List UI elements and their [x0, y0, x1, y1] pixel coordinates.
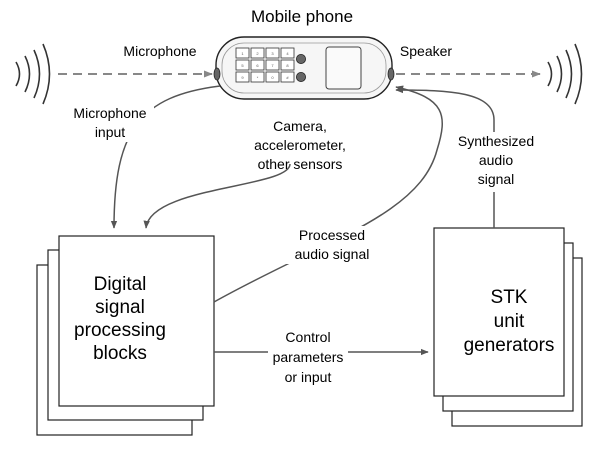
- label-line: audio: [479, 152, 513, 168]
- key-label: 7: [271, 63, 274, 68]
- key-label: 9: [241, 75, 244, 80]
- label-line: Synthesized: [458, 133, 534, 149]
- key-label: 2: [256, 51, 259, 56]
- key-label: *: [257, 75, 259, 80]
- label-line: Processed: [299, 227, 365, 243]
- key-label: 1: [241, 51, 244, 56]
- key-label: 0: [271, 75, 274, 80]
- dsp-blocks: Digital signal processing blocks: [36, 235, 215, 436]
- label-line: parameters: [273, 349, 344, 365]
- sensors-label: Camera, accelerometer, other sensors: [254, 118, 346, 172]
- outgoing-sound-wave-icon: [547, 43, 583, 105]
- sensors-arrow: [143, 163, 291, 229]
- microphone-input-label: Microphone input: [68, 104, 154, 142]
- speaker-icon: [387, 67, 395, 81]
- label-line: input: [95, 124, 125, 140]
- mobile-phone: 1 2 3 4 5 6 7 8 9 * 0 #: [213, 36, 395, 100]
- phone-screen: [325, 46, 362, 90]
- key-label: 8: [286, 63, 289, 68]
- synthesized-audio-label: Synthesized audio signal: [446, 132, 546, 192]
- dsp-label-line: processing: [74, 320, 166, 341]
- stk-label-line: unit: [494, 311, 525, 332]
- key-label: 5: [241, 63, 244, 68]
- microphone-label: Microphone: [123, 43, 196, 59]
- label-line: signal: [478, 171, 515, 187]
- label-line: Control: [285, 329, 330, 345]
- keypad: 1 2 3 4 5 6 7 8 9 * 0 #: [235, 47, 295, 83]
- phone-button-icon: [295, 72, 306, 83]
- phone-button-icon: [295, 54, 306, 65]
- label-line: Camera,: [273, 118, 327, 134]
- label-line: audio signal: [295, 246, 370, 262]
- label-line: accelerometer,: [254, 137, 346, 153]
- dsp-label-line: signal: [95, 297, 145, 318]
- stk-blocks: STK unit generators: [433, 227, 583, 427]
- label-line: other sensors: [258, 156, 343, 172]
- label-line: or input: [285, 369, 332, 385]
- processed-audio-arrow: [213, 85, 443, 303]
- stk-label-line: generators: [464, 335, 555, 356]
- dsp-label-line: Digital: [94, 274, 147, 295]
- processed-audio-label: Processed audio signal: [282, 226, 384, 264]
- microphone-icon: [213, 67, 221, 81]
- diagram-title: Mobile phone: [251, 7, 353, 26]
- key-label: 4: [286, 51, 289, 56]
- label-line: Microphone: [73, 105, 146, 121]
- key-label: 6: [256, 63, 259, 68]
- incoming-sound-wave-icon: [15, 43, 51, 105]
- speaker-label: Speaker: [400, 43, 452, 59]
- key-label: #: [286, 75, 289, 80]
- stk-label-line: STK: [491, 287, 528, 308]
- control-parameters-label: Control parameters or input: [268, 328, 348, 390]
- dsp-label-line: blocks: [93, 343, 147, 364]
- key-label: 3: [271, 51, 274, 56]
